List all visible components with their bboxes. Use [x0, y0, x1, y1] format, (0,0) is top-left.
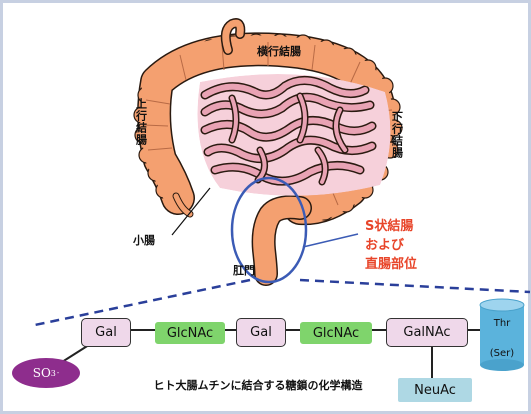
zoom-line-left	[30, 280, 250, 326]
label-ser: (Ser)	[479, 348, 525, 359]
node-gal-2: Gal	[236, 318, 286, 347]
label-thr: Thr	[479, 318, 525, 329]
label-anus: 肛門	[233, 265, 255, 277]
label-ascending-colon: 上行結腸	[135, 98, 147, 146]
node-galnac: GalNAc	[386, 318, 468, 347]
so3-subscript: 3	[51, 369, 56, 378]
so3-superscript: -	[57, 369, 59, 377]
node-glcnac-1: GlcNAc	[155, 322, 225, 344]
node-glcnac-2: GlcNAc	[300, 322, 372, 344]
zoom-line-right	[300, 280, 530, 292]
label-small-intestine: 小腸	[133, 235, 155, 247]
label-transverse-colon: 横行結腸	[257, 46, 301, 58]
node-neuac: NeuAc	[398, 378, 472, 402]
label-sigmoid-rectum: S状結腸 および 直腸部位	[365, 217, 417, 274]
node-thr-ser: Thr (Ser)	[479, 298, 525, 372]
sigmoid-pointer	[303, 234, 358, 247]
figure-caption: ヒト大腸ムチンに結合する糖鎖の化学構造	[113, 377, 403, 393]
label-descending-colon: 下行結腸	[391, 111, 403, 159]
label-sigmoid-line1: S状結腸	[365, 217, 417, 236]
so3-base: SO	[33, 366, 51, 380]
node-gal-1: Gal	[81, 318, 131, 347]
thr-cylinder	[479, 298, 525, 372]
small-intestine	[198, 74, 391, 196]
label-sigmoid-line3: 直腸部位	[365, 255, 417, 274]
label-sigmoid-line2: および	[365, 236, 417, 255]
